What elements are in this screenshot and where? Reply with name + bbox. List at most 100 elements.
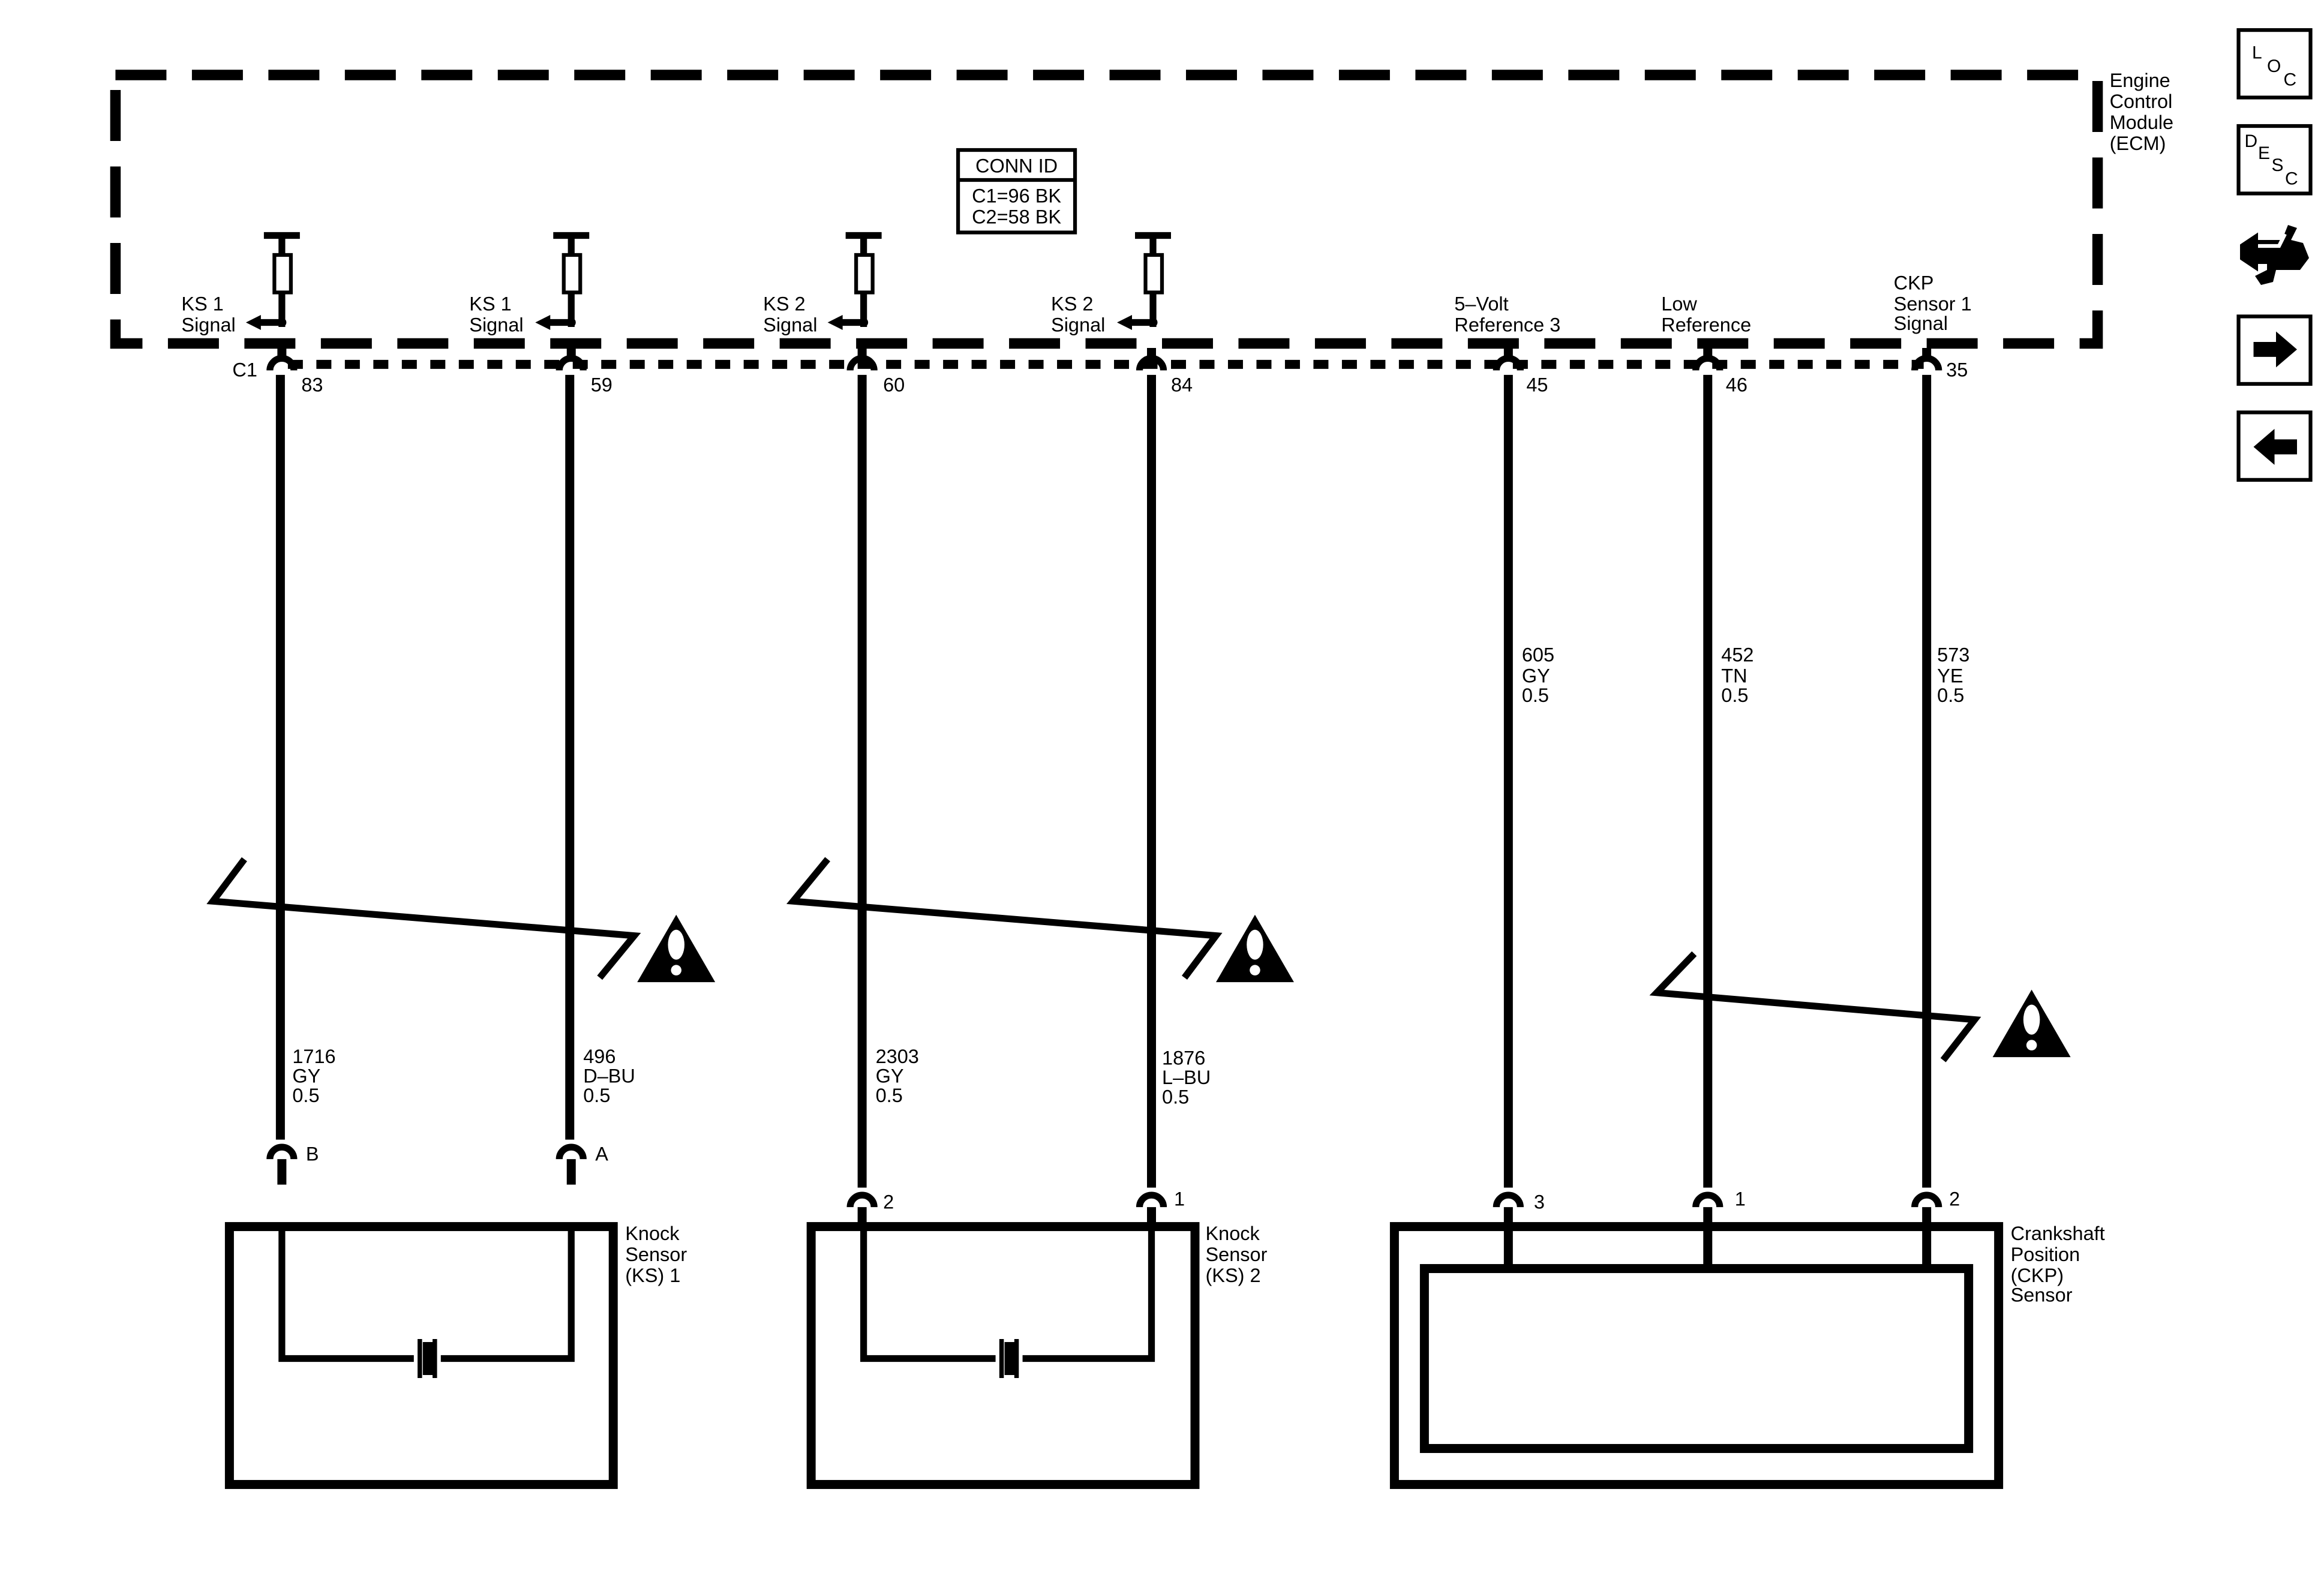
signal-label-84-line2: Signal xyxy=(1051,314,1105,335)
terminal-84 xyxy=(1136,347,1167,371)
wire-45-color: GY xyxy=(1522,665,1550,686)
nav-loc-button[interactable]: L O C xyxy=(2236,28,2313,100)
ecm-pin-numbers: 83 59 60 84 45 46 35 xyxy=(301,359,1968,395)
conn-id-c1: C1=96 BK xyxy=(972,185,1061,207)
upper-wire-labels: 605 GY 0.5 452 TN 0.5 573 YE 0.5 xyxy=(1522,644,1970,706)
terminal-83 xyxy=(266,347,298,371)
signal-label-59-line2: Signal xyxy=(469,314,523,335)
wire-60-color: GY xyxy=(876,1065,904,1087)
wire-45-circuit: 605 xyxy=(1522,644,1554,665)
sensor-pin-1-ckp: 1 xyxy=(1735,1188,1746,1210)
ckp-sensor: Crankshaft Position (CKP) Sensor xyxy=(1389,1222,2105,1489)
sensor-terminal-3-ckp xyxy=(1493,1191,1524,1227)
ecm-label-line4: (ECM) xyxy=(2110,133,2166,154)
signal-label-84-line1: KS 2 xyxy=(1051,293,1093,314)
sensor-pin-2-ks2: 2 xyxy=(883,1191,894,1213)
ks2-84-pullup xyxy=(1117,232,1171,330)
signal-label-60-line2: Signal xyxy=(763,314,817,335)
terminal-46 xyxy=(1692,347,1724,371)
knock-sensor-1-label-line3: (KS) 1 xyxy=(625,1265,680,1286)
caution-triangle-icon-ckp xyxy=(1992,989,2071,1058)
wire-46-size: 0.5 xyxy=(1721,685,1748,706)
shield-lines xyxy=(206,857,1981,1062)
ks2-60-pullup xyxy=(827,232,882,330)
knock-sensor-1-label-line2: Sensor xyxy=(625,1244,687,1265)
wire-60-circuit: 2303 xyxy=(876,1046,919,1067)
ecm-label-line3: Module xyxy=(2110,112,2174,133)
shield-line-ks2 xyxy=(786,857,1223,980)
terminal-35 xyxy=(1911,347,1942,371)
signal-label-83-line2: Signal xyxy=(181,314,235,335)
terminal-60 xyxy=(846,347,878,371)
ckp-sensor-label-line2: Position xyxy=(2011,1244,2080,1265)
connector-c1: C1 xyxy=(232,359,1924,380)
signal-label-46-line2: Reference xyxy=(1661,314,1751,335)
sensor-terminal-b xyxy=(266,1143,298,1185)
sensor-pin-a: A xyxy=(595,1143,608,1165)
knock-sensor-1: Knock Sensor (KS) 1 xyxy=(224,1222,687,1489)
pin-number-84: 84 xyxy=(1171,374,1193,395)
lower-wire-labels: 1716 GY 0.5 496 D–BU 0.5 2303 GY 0.5 187… xyxy=(292,1046,1211,1107)
caution-triangle-icon xyxy=(637,914,2071,1058)
wire-83-size: 0.5 xyxy=(292,1085,319,1106)
ckp-sensor-label-line1: Crankshaft xyxy=(2011,1223,2105,1244)
caution-triangle-icon-ks1 xyxy=(637,914,716,983)
connector-end-view-icon[interactable] xyxy=(2240,224,2310,285)
pin-number-60: 60 xyxy=(883,374,905,395)
pin-number-59: 59 xyxy=(591,374,612,395)
loc-letter-l: L xyxy=(2252,43,2262,63)
signal-label-35-line1: CKP xyxy=(1894,272,1934,293)
ecm-label-line1: Engine xyxy=(2110,70,2170,91)
pin-number-83: 83 xyxy=(301,374,323,395)
wire-59-size: 0.5 xyxy=(583,1085,610,1106)
desc-letter-d: D xyxy=(2245,131,2258,151)
ecm-signal-labels: KS 1 Signal KS 1 Signal KS 2 Signal KS 2… xyxy=(181,272,1971,335)
ecm-enclosure: Engine Control Module (ECM) xyxy=(110,70,2174,349)
wire-84-circuit: 1876 xyxy=(1162,1047,1205,1069)
ecm-internal-circuits xyxy=(245,232,1171,330)
wire-59-color: D–BU xyxy=(583,1065,635,1087)
signal-label-60-line1: KS 2 xyxy=(763,293,805,314)
signal-label-83-line1: KS 1 xyxy=(181,293,223,314)
wire-45-size: 0.5 xyxy=(1522,685,1549,706)
pin-number-45: 45 xyxy=(1526,374,1548,395)
ckp-sensor-label-line4: Sensor xyxy=(2011,1284,2073,1306)
terminal-59 xyxy=(556,347,587,371)
wire-46-color: TN xyxy=(1721,665,1747,686)
terminal-45 xyxy=(1493,347,1524,371)
wires xyxy=(275,374,1932,1188)
ks1-59-pullup xyxy=(535,232,590,330)
shield-line-ckp xyxy=(1649,951,1981,1062)
signal-label-46-line1: Low xyxy=(1661,293,1697,314)
ecm-label-line2: Control xyxy=(2110,91,2173,112)
signal-label-59-line1: KS 1 xyxy=(469,293,511,314)
signal-label-35-line3: Signal xyxy=(1894,313,1948,334)
sensor-terminal-1-ks2 xyxy=(1136,1191,1167,1227)
sensor-terminal-2-ckp xyxy=(1911,1191,1942,1227)
conn-id-c2: C2=58 BK xyxy=(972,206,1061,227)
knock-sensor-1-label-line1: Knock xyxy=(625,1223,680,1244)
loc-letter-c: C xyxy=(2284,70,2297,90)
wire-46-circuit: 452 xyxy=(1721,644,1753,665)
conn-id-title: CONN ID xyxy=(975,155,1058,177)
wire-59-circuit: 496 xyxy=(583,1046,615,1067)
sensor-pin-2-ckp: 2 xyxy=(1949,1188,1960,1210)
ks1-83-pullup xyxy=(245,232,300,330)
pin-number-35: 35 xyxy=(1946,359,1968,380)
wire-35-size: 0.5 xyxy=(1937,685,1964,706)
sensor-pin-3-ckp: 3 xyxy=(1534,1191,1545,1213)
desc-letter-e: E xyxy=(2258,143,2270,163)
wire-84-size: 0.5 xyxy=(1162,1086,1189,1108)
knock-sensor-2-label-line3: (KS) 2 xyxy=(1205,1265,1260,1286)
ckp-sensor-label-line3: (CKP) xyxy=(2011,1265,2064,1286)
desc-letter-s: S xyxy=(2272,155,2284,175)
sensor-terminal-2-ks2 xyxy=(846,1191,878,1227)
sensor-terminal-1-ckp xyxy=(1692,1191,1724,1227)
signal-label-35-line2: Sensor 1 xyxy=(1894,293,1972,314)
wire-83-circuit: 1716 xyxy=(292,1046,335,1067)
connector-c1-label: C1 xyxy=(232,359,257,380)
sensor-pin-1-ks2: 1 xyxy=(1174,1188,1185,1210)
nav-desc-button[interactable]: D E S C xyxy=(2236,124,2313,196)
previous-arrow-icon[interactable] xyxy=(2236,410,2313,482)
next-arrow-icon[interactable] xyxy=(2236,314,2313,386)
